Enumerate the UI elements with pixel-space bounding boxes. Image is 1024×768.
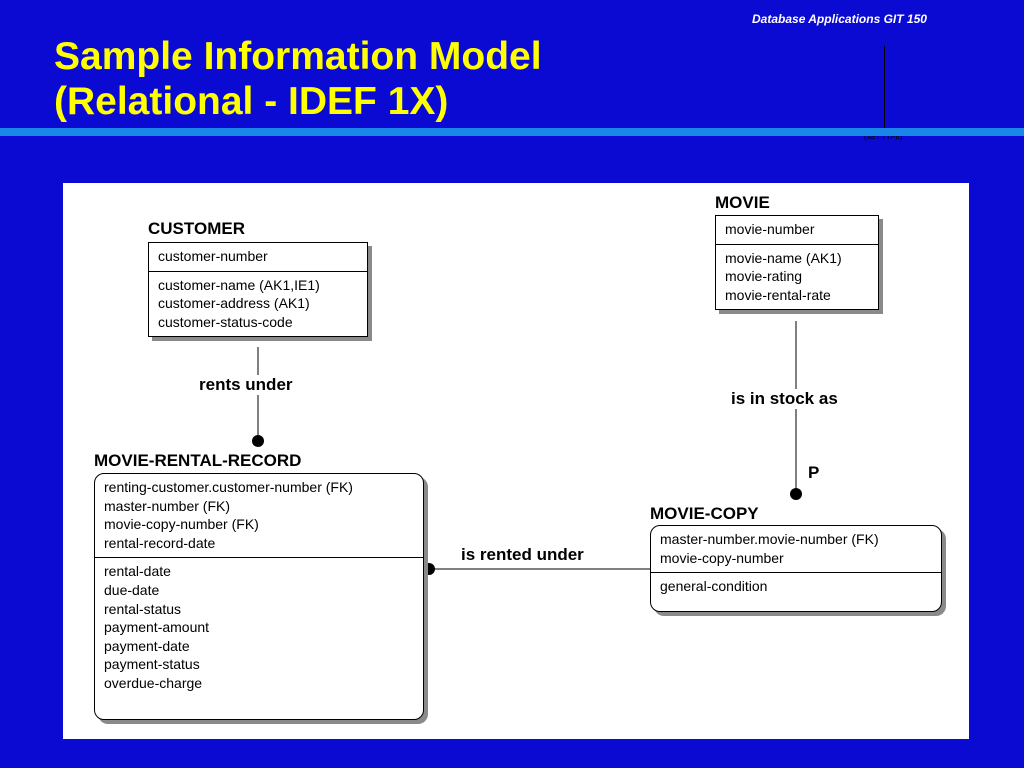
set-type-line <box>884 46 885 132</box>
customer-key-attr: customer-number <box>158 248 268 264</box>
set-type-label: (SET TYPE) <box>864 134 903 141</box>
movie-entity-box: movie-number movie-name (AK1) movie-rati… <box>715 215 879 311</box>
movie-rental-record-key-attr: master-number (FK) <box>104 497 231 514</box>
movie-entity-name: MOVIE <box>715 193 770 212</box>
movie-rental-record-key-attr: movie-copy-number (FK) <box>104 516 259 533</box>
customer-entity-box: customer-number customer-name (AK1,IE1) … <box>148 242 368 338</box>
is-rented-under-label: is rented under <box>461 545 584 565</box>
header-note: Database Applications GIT 150 <box>752 12 927 26</box>
movie-attr: movie-rating <box>725 268 803 285</box>
customer-attr: customer-name (AK1,IE1) <box>158 276 320 293</box>
movie-rental-record-entity-name: MOVIE-RENTAL-RECORD <box>94 451 302 470</box>
customer-attr-section: customer-name (AK1,IE1) customer-address… <box>149 270 367 337</box>
rents-under-dot <box>252 435 264 447</box>
movie-rental-record-attr-section: rental-date due-date rental-status payme… <box>95 557 423 697</box>
er-diagram-canvas: CUSTOMER customer-number customer-name (… <box>63 183 969 739</box>
movie-rental-record-attr: payment-date <box>104 637 190 654</box>
customer-key-section: customer-number <box>149 243 367 271</box>
title-line-1: Sample Information Model <box>54 35 542 78</box>
movie-rental-record-entity-box: renting-customer.customer-number (FK) ma… <box>94 473 424 720</box>
movie-rental-record-attr: rental-date <box>104 563 171 580</box>
customer-attr: customer-address (AK1) <box>158 295 310 312</box>
movie-copy-key-attr: master-number.movie-number (FK) <box>660 531 879 547</box>
movie-rental-record-key-section: renting-customer.customer-number (FK) ma… <box>95 474 423 557</box>
movie-rental-record-attr: payment-amount <box>104 619 210 636</box>
movie-copy-key-attr: movie-copy-number <box>660 549 784 566</box>
relationship-lines <box>252 321 802 575</box>
is-in-stock-as-label: is in stock as <box>731 389 838 409</box>
movie-rental-record-attr: due-date <box>104 581 160 598</box>
slide-title: Sample Information Model (Relational - I… <box>54 34 542 124</box>
customer-attr: customer-status-code <box>158 313 293 330</box>
customer-entity-name: CUSTOMER <box>148 219 245 238</box>
is-in-stock-as-dot <box>790 488 802 500</box>
movie-copy-attr: general-condition <box>660 578 768 595</box>
movie-key-section: movie-number <box>716 216 878 244</box>
movie-rental-record-attr: overdue-charge <box>104 674 203 691</box>
movie-key-attr: movie-number <box>725 221 815 237</box>
movie-copy-key-section: master-number.movie-number (FK) movie-co… <box>651 526 941 572</box>
rents-under-label: rents under <box>199 375 293 395</box>
movie-rental-record-key-attr: renting-customer.customer-number (FK) <box>104 479 353 495</box>
movie-copy-entity-box: master-number.movie-number (FK) movie-co… <box>650 525 942 612</box>
is-rented-under-dot <box>423 563 435 575</box>
title-rule <box>0 128 1024 136</box>
movie-rental-record-attr: rental-status <box>104 600 182 617</box>
movie-rental-record-key-attr: rental-record-date <box>104 534 216 551</box>
movie-attr-section: movie-name (AK1) movie-rating movie-rent… <box>716 243 878 310</box>
cardinality-p-label: P <box>808 463 820 482</box>
movie-rental-record-attr: payment-status <box>104 656 200 673</box>
movie-attr: movie-rental-rate <box>725 286 831 303</box>
movie-attr: movie-name (AK1) <box>725 249 842 266</box>
title-line-2: (Relational - IDEF 1X) <box>54 80 449 123</box>
movie-copy-entity-name: MOVIE-COPY <box>650 504 759 523</box>
movie-copy-attr-section: general-condition <box>651 572 941 601</box>
